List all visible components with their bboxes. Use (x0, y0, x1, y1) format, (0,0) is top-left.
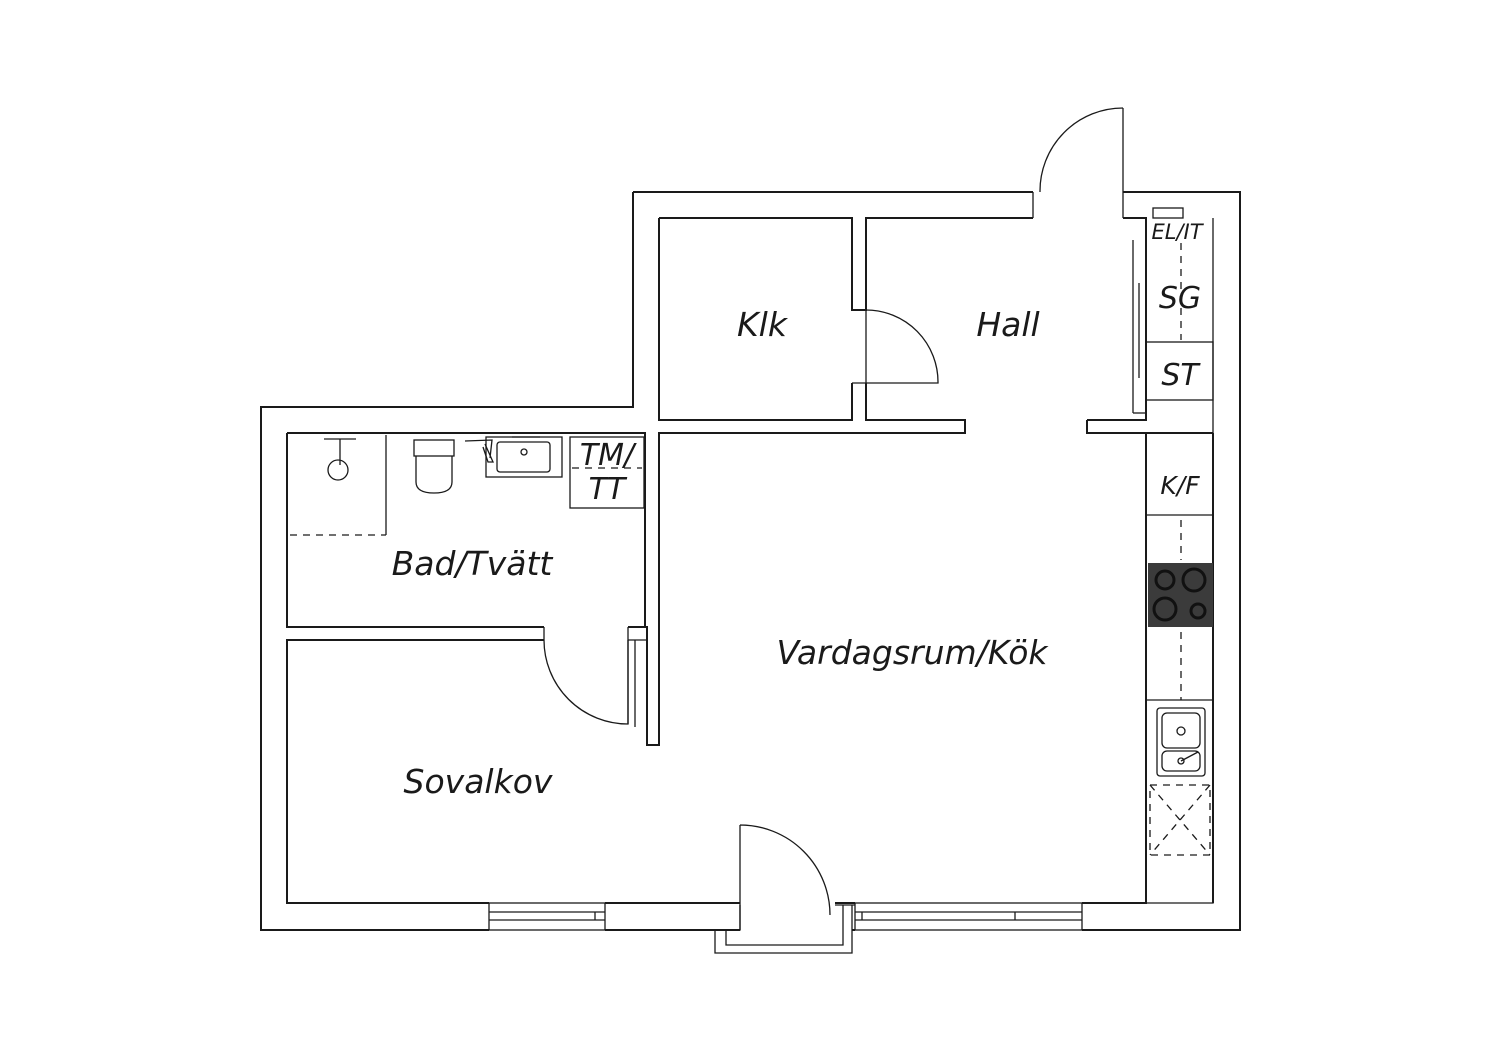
bathroom-door (543, 627, 636, 727)
fixture-label-el-it: EL/IT (1151, 220, 1204, 244)
klk-door (852, 309, 939, 384)
toilet-icon (413, 439, 455, 494)
room-label-sovalkov: Sovalkov (404, 762, 553, 801)
entrance-door (1032, 107, 1124, 218)
fixture-label-sg: SG (1159, 281, 1201, 316)
kitchen-counter (1146, 514, 1213, 856)
outer-walls (260, 191, 1241, 931)
window-right (854, 902, 1083, 931)
fixture-label-kf: K/F (1160, 471, 1200, 500)
wardrobe-column (1132, 207, 1214, 414)
dishwasher-icon (1149, 784, 1211, 856)
room-label-hall: Hall (976, 305, 1039, 344)
washer-dryer-box (569, 436, 645, 509)
window-left (488, 902, 606, 931)
room-label-bad-tvatt: Bad/Tvätt (392, 544, 554, 583)
shower-icon (290, 435, 387, 536)
kitchen-sink-icon (1156, 707, 1206, 777)
fixture-label-st: ST (1161, 358, 1201, 393)
fixture-label-tt: TT (589, 472, 628, 507)
room-label-klk: Klk (737, 305, 789, 344)
room-label-vardagsrum-kok: Vardagsrum/Kök (776, 633, 1049, 672)
balcony-door (714, 824, 855, 954)
washbasin-icon (464, 436, 563, 478)
fixture-label-tm: TM/ (580, 438, 637, 473)
